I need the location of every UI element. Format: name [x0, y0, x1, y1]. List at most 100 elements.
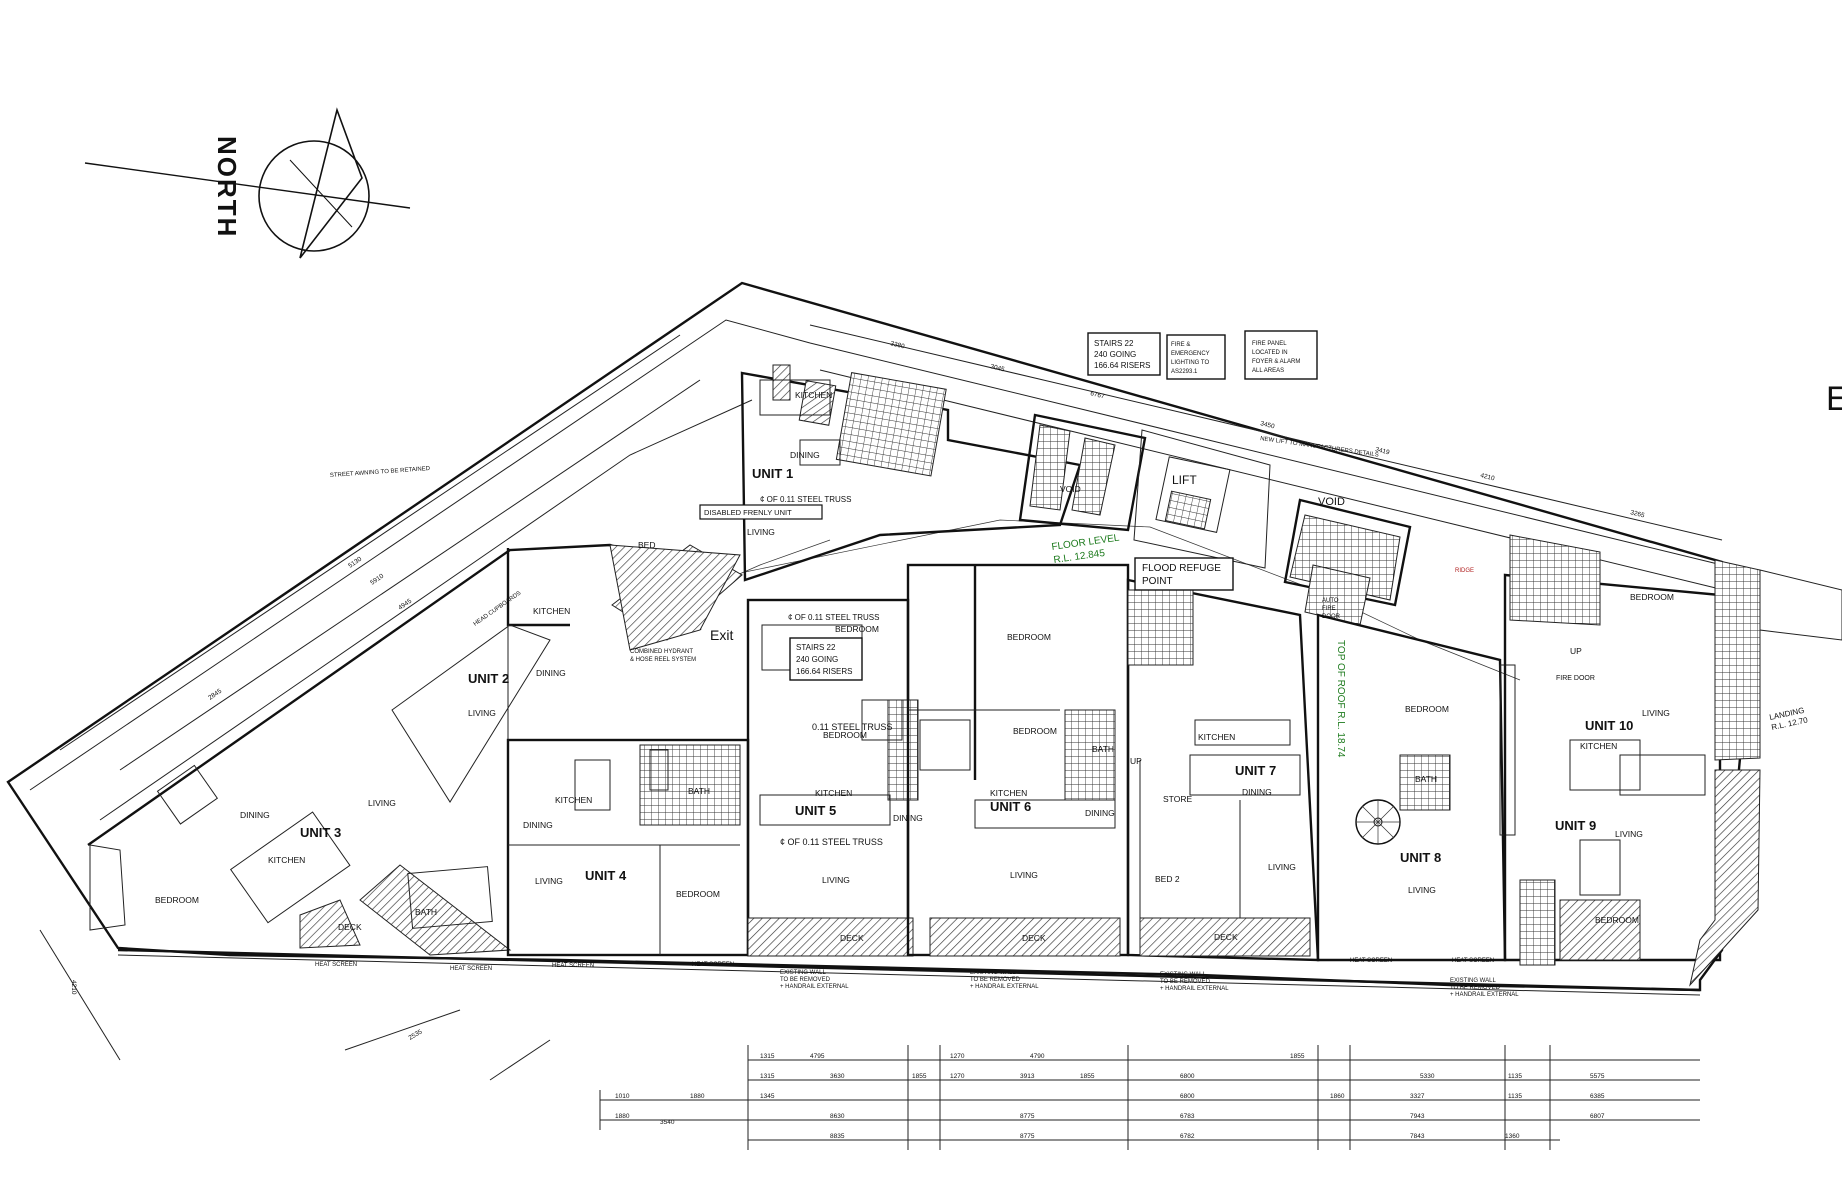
existing-wall-2: EXISTING WALL — [970, 970, 1016, 976]
room-dining-u4: DINING — [523, 820, 553, 830]
unit-6-label: UNIT 6 — [990, 799, 1031, 814]
room-living-u7: LIVING — [1268, 862, 1296, 872]
handrail-4: + HANDRAIL EXTERNAL — [1450, 992, 1519, 998]
auto-fire-door-1: AUTO — [1322, 598, 1339, 604]
drawing-label: STAIRS 22 — [796, 643, 836, 652]
north-arrow-icon — [84, 107, 411, 259]
room-bath-u3: BATH — [415, 907, 437, 917]
drawing-label: 1270 — [950, 1053, 965, 1060]
room-kitchen-u2: KITCHEN — [533, 606, 570, 616]
room-kitchen-u1: KITCHEN — [795, 390, 832, 400]
drawing-label: 6385 — [1590, 1093, 1605, 1100]
truncated-edge-letter: E — [1826, 380, 1842, 418]
drawing-label: 5575 — [1590, 1073, 1605, 1080]
drawing-label: 8835 — [830, 1133, 845, 1140]
to-be-removed-1: TO BE REMOVED — [780, 977, 831, 983]
north-label: NORTH — [212, 136, 242, 238]
head-cupboards-note: HEAD CUPBOARDS — [473, 590, 523, 627]
room-bath-u4: BATH — [688, 786, 710, 796]
room-living-u1: LIVING — [747, 527, 775, 537]
combined-hydrant-note-2: & HOSE REEL SYSTEM — [630, 657, 696, 663]
room-kitchen-u5: KITCHEN — [815, 788, 852, 798]
drawing-label: AS2293.1 — [1171, 369, 1198, 375]
unit-9-label: UNIT 9 — [1555, 818, 1596, 833]
drawing-label: EMERGENCY — [1171, 351, 1210, 357]
drawing-label: 4210 — [1480, 472, 1496, 482]
room-up-2: UP — [1570, 646, 1582, 656]
room-deck-u3: DECK — [338, 922, 362, 932]
drawing-label: 3265 — [1630, 509, 1646, 519]
drawing-label: 4795 — [810, 1053, 825, 1060]
unit-4-block — [506, 738, 750, 957]
unit-3-label: UNIT 3 — [300, 825, 341, 840]
room-bedroom-u6b: BEDROOM — [1013, 726, 1057, 736]
room-exit: Exit — [710, 627, 733, 643]
drawing-label: FIRE PANEL — [1252, 341, 1287, 347]
room-dining-u2: DINING — [536, 668, 566, 678]
heat-screen-2: HEAT SCREEN — [450, 966, 492, 972]
fire-panel-note: FIRE PANEL LOCATED IN FOYER & ALARM ALL … — [1244, 330, 1318, 380]
disabled-unit-note: DISABLED FRENLY UNIT — [699, 504, 823, 520]
street-awning-note: STREET AWNING TO BE RETAINED — [330, 466, 431, 479]
room-living-u6: LIVING — [1010, 870, 1038, 880]
drawing-label: 240 GOING — [796, 655, 838, 664]
room-bath-u6: BATH — [1092, 744, 1114, 754]
room-kitchen-u3: KITCHEN — [268, 855, 305, 865]
room-living-u5: LIVING — [822, 875, 850, 885]
heat-screen-5: HEAT SCREEN — [1350, 958, 1392, 964]
stairs-note-top: STAIRS 22 240 GOING 166.64 RISERS — [1087, 332, 1161, 376]
steel-truss-2: ¢ OF 0.11 STEEL TRUSS — [788, 613, 879, 622]
room-kitchen-u4: KITCHEN — [555, 795, 592, 805]
drawing-label: 3630 — [830, 1073, 845, 1080]
drawing-label: 166.64 RISERS — [1094, 361, 1150, 370]
drawing-label: 1315 — [760, 1053, 775, 1060]
room-bedroom-u4: BEDROOM — [676, 889, 720, 899]
to-be-removed-3: TO BE REMOVED — [1160, 979, 1211, 985]
room-bedroom-u6a: BEDROOM — [1007, 632, 1051, 642]
drawing-label: 4790 — [1030, 1053, 1045, 1060]
combined-hydrant-note: COMBINED HYDRANT — [630, 649, 693, 655]
unit-7-label: UNIT 7 — [1235, 763, 1276, 778]
room-bedroom-u10: BEDROOM — [1630, 592, 1674, 602]
unit-2-label: UNIT 2 — [468, 671, 509, 686]
unit-8-block — [1316, 613, 1516, 962]
room-kitchen-u10: KITCHEN — [1580, 741, 1617, 751]
steel-truss-3: ¢ OF 0.11 STEEL TRUSS — [780, 837, 883, 847]
drawing-label: FLOOD REFUGE — [1142, 563, 1221, 574]
drawing-label: 3380 — [890, 340, 906, 350]
drawing-label: LOCATED IN — [1252, 350, 1288, 356]
handrail-3: + HANDRAIL EXTERNAL — [1160, 986, 1229, 992]
top-of-roof-note: TOP OF ROOF R.L. 18.74 — [1335, 640, 1346, 758]
drawing-label: 7943 — [1410, 1113, 1425, 1120]
room-bedroom-u8: BEDROOM — [1405, 704, 1449, 714]
room-bath-u8: BATH — [1415, 774, 1437, 784]
unit-5-block — [746, 598, 919, 957]
drawing-label: 6783 — [1180, 1113, 1195, 1120]
steel-truss-1: ¢ OF 0.11 STEEL TRUSS — [760, 495, 851, 504]
room-fire-door: FIRE DOOR — [1556, 675, 1595, 682]
heat-screen-3: HEAT SCREEN — [552, 963, 594, 969]
drawing-label: 1855 — [912, 1073, 927, 1080]
room-kitchen-u7: KITCHEN — [1198, 732, 1235, 742]
unit-2-3-block — [87, 543, 741, 956]
room-dining-u7: DINING — [1242, 787, 1272, 797]
stairs-note-mid: STAIRS 22 240 GOING 166.64 RISERS — [789, 637, 863, 681]
drawing-label: 1880 — [615, 1113, 630, 1120]
existing-wall-1: EXISTING WALL — [780, 970, 826, 976]
drawing-label: 8775 — [1020, 1133, 1035, 1140]
drawing-label: FOYER & ALARM — [1252, 359, 1300, 365]
room-living-u4: LIVING — [535, 876, 563, 886]
room-deck-u5: DECK — [840, 933, 864, 943]
unit-7-block — [1126, 578, 1320, 962]
unit-6-block — [906, 563, 1130, 957]
room-dining-u5: DINING — [893, 813, 923, 823]
room-living-u10: LIVING — [1642, 708, 1670, 718]
drawing-label: 3045 — [990, 363, 1006, 373]
drawing-label: 1345 — [760, 1093, 775, 1100]
room-bed2-u7: BED 2 — [1155, 874, 1180, 884]
handrail-2: + HANDRAIL EXTERNAL — [970, 984, 1039, 990]
void-area — [1283, 498, 1412, 626]
drawing-label: 1135 — [1508, 1073, 1522, 1080]
drawing-label: STAIRS 22 — [1094, 339, 1134, 348]
drawing-label: 1855 — [1290, 1053, 1305, 1060]
